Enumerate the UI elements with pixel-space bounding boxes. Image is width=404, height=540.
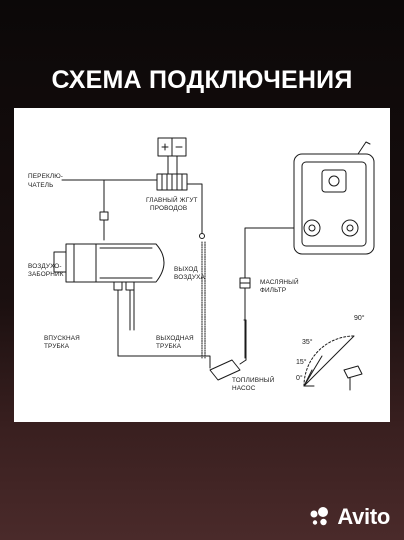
heater-unit xyxy=(53,243,165,291)
outlet-pipe-label-2: ТРУБКА xyxy=(156,343,182,350)
air-outlet-label-2: ВОЗДУХА xyxy=(174,274,206,281)
wiring-harness-connector xyxy=(156,173,188,191)
fuel-pump-label-2: НАСОС xyxy=(232,385,256,392)
battery-icon xyxy=(157,137,187,177)
oil-filter-label-1: МАСЛЯНЫЙ xyxy=(260,277,299,286)
connection-diagram: ПЕРЕКЛЮ- ЧАТЕЛЬ ГЛАВНЫЙ ЖГУТ ПРОВОДОВ ВО… xyxy=(14,108,390,422)
angle-90-label: 90° xyxy=(354,314,365,322)
outlet-pipe-label-1: ВЫХОДНАЯ xyxy=(156,335,194,342)
air-outlet-label-1: ВЫХОД xyxy=(174,266,198,273)
switch-label-1: ПЕРЕКЛЮ- xyxy=(28,173,63,180)
diagram-svg: ПЕРЕКЛЮ- ЧАТЕЛЬ ГЛАВНЫЙ ЖГУТ ПРОВОДОВ ВО… xyxy=(28,137,375,392)
angle-0-label: 0° xyxy=(296,374,303,382)
fuel-pump xyxy=(209,359,247,381)
switch-label-2: ЧАТЕЛЬ xyxy=(28,182,53,189)
inlet-pipe-label-1: ВПУСКНАЯ xyxy=(44,335,80,342)
oil-filter-label-2: ФИЛЬТР xyxy=(260,287,286,294)
avito-logo-text: Avito xyxy=(337,504,390,529)
avito-watermark: Avito xyxy=(307,504,390,530)
mounting-angle-diagram xyxy=(303,335,363,391)
harness-label-2: ПРОВОДОВ xyxy=(150,205,187,212)
harness-label-1: ГЛАВНЫЙ ЖГУТ xyxy=(146,195,198,204)
avito-logo-icon xyxy=(310,507,329,526)
air-intake-label-1: ВОЗДУХО- xyxy=(28,263,62,270)
fuel-tank xyxy=(293,141,375,255)
angle-15-label: 15° xyxy=(296,358,307,366)
oil-filter xyxy=(239,277,251,289)
fuel-pump-label-1: ТОПЛИВНЫЙ xyxy=(232,375,275,384)
air-intake-label-2: ЗАБОРНИК xyxy=(28,271,64,278)
inlet-pipe-label-2: ТРУБКА xyxy=(44,343,70,350)
page-title: СХЕМА ПОДКЛЮЧЕНИЯ xyxy=(51,66,353,94)
angle-35-label: 35° xyxy=(302,338,313,346)
